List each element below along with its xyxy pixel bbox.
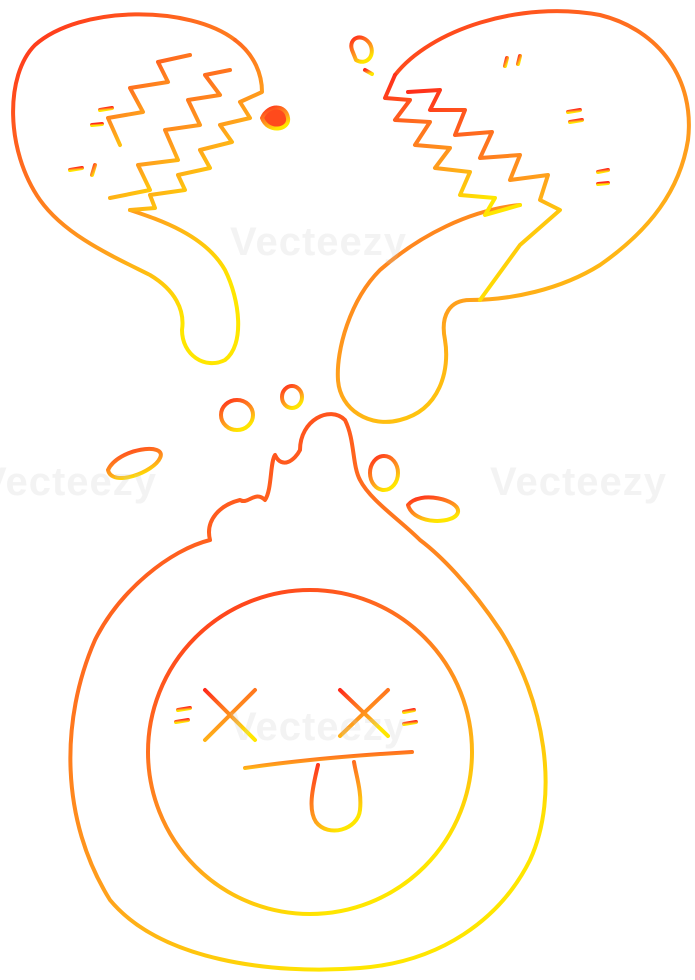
tongue [309,760,363,833]
splash-ring [219,398,255,432]
splash-drop [106,446,163,480]
splash-ring [368,454,400,492]
right-x-eye [338,688,390,738]
splash-drop [363,68,374,76]
left-x-eye [203,688,257,742]
splash-drop [349,35,374,64]
splash-drop [260,105,291,131]
splash-drop [406,495,460,523]
yolk-dead-face [146,588,474,916]
splash-ring [280,384,304,410]
shell-shading-stroke [90,163,97,177]
egg-white-body [68,412,548,972]
yolk-circle [146,588,474,916]
egg-splash-drops [106,35,460,523]
right-shell-half [335,9,691,424]
mouth [243,750,414,770]
left-shell-half [11,12,264,366]
